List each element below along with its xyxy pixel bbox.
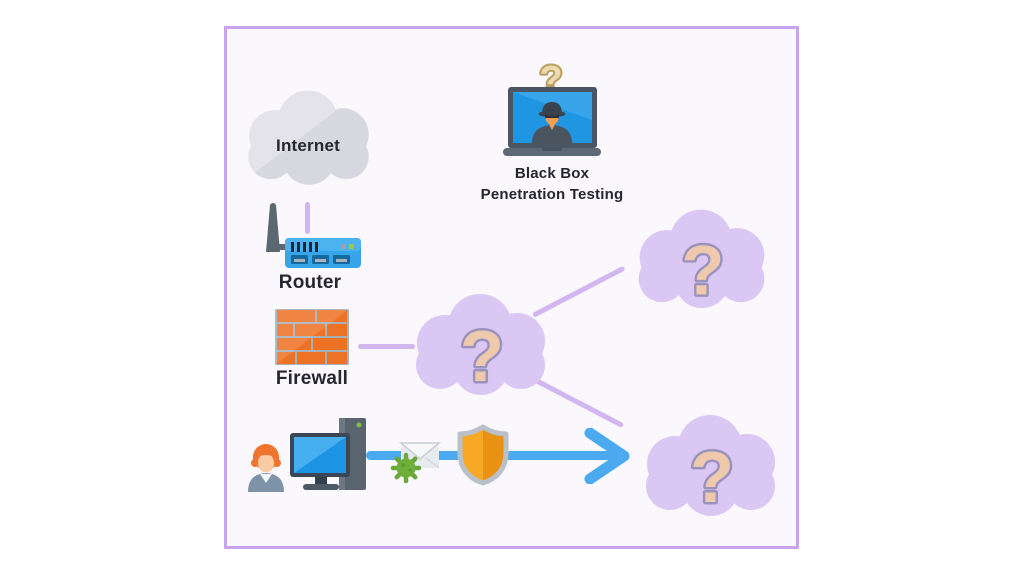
firewall-label: Firewall [275,368,349,389]
blackbox-title: Black Box Penetration Testing [452,163,652,205]
envelope-virus-icon [390,442,442,484]
question-cloud-top-right: ? [638,209,765,309]
internet-cloud-icon [248,90,369,185]
user-avatar [248,444,284,492]
router-label: Router [278,272,342,293]
question-mark: ? [690,438,734,517]
virus-icon [390,452,422,484]
question-mark: ? [682,231,725,309]
blackbox-title-line2: Penetration Testing [480,186,624,203]
blackbox-title-line1: Black Box [514,165,590,182]
router-icon [266,203,361,268]
shield-icon [457,424,509,486]
spy-icon [532,102,572,143]
user-desktop-icon [248,418,366,492]
question-mark: ? [460,317,504,396]
monitor-icon [290,433,350,490]
question-cloud-bottom-right: ? [646,415,775,517]
blackbox-laptop-icon: ? [503,57,601,156]
connector-internet-router [305,202,310,234]
internet-label: Internet [276,136,340,155]
attack-arrowhead [584,428,630,484]
firewall-icon [275,309,349,365]
question-cloud-middle: ? [416,294,545,396]
connector-firewall-cloud [358,344,415,349]
